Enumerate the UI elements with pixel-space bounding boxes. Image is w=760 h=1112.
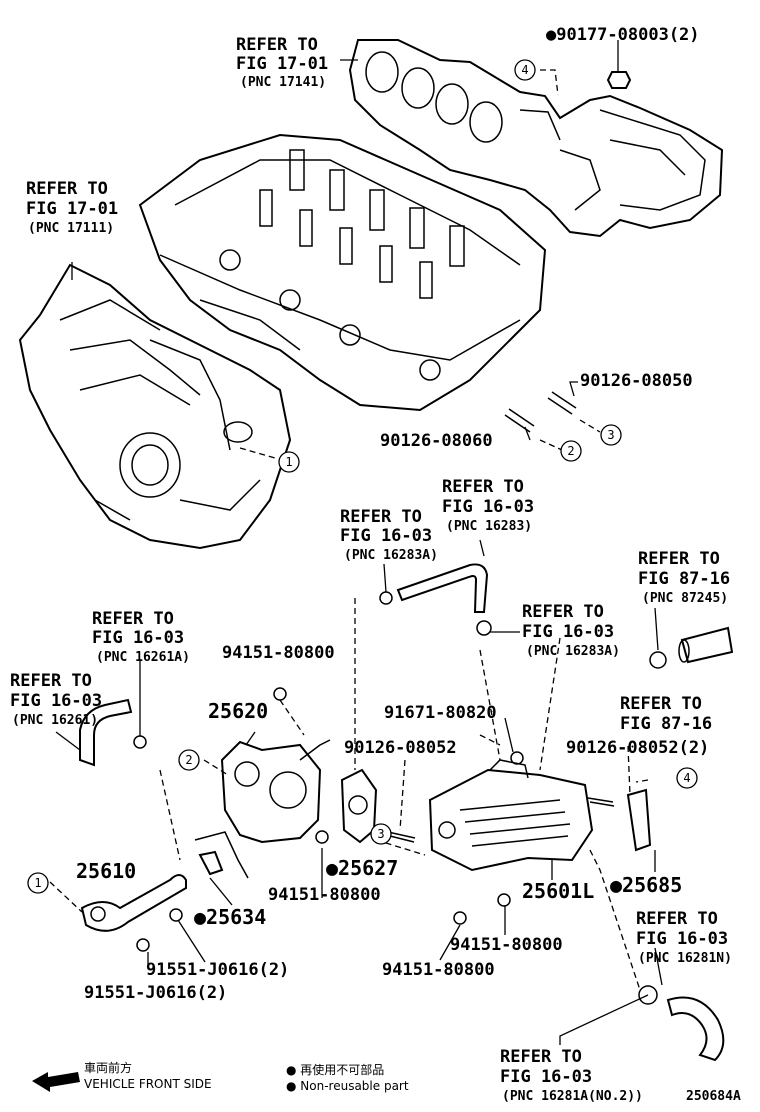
svg-text:REFER TO: REFER TO (340, 507, 422, 527)
hoses (79, 563, 734, 1062)
circle-ref-3-top: 3 (600, 424, 622, 446)
leader-lines (49, 40, 663, 1045)
refer-callout-87245[interactable]: REFER TO FIG 87-16 (PNC 87245) (638, 549, 730, 606)
part-label-25634[interactable]: ●25634 (194, 905, 266, 929)
diagram-code: 250684A (686, 1089, 741, 1104)
svg-text:FIG 16-03: FIG 16-03 (92, 628, 184, 648)
front-label-en: VEHICLE FRONT SIDE (84, 1077, 212, 1091)
refer-callout-16261a[interactable]: REFER TO FIG 16-03 (PNC 16261A) (92, 609, 190, 665)
svg-text:FIG 16-03: FIG 16-03 (500, 1067, 592, 1087)
refer-callout-16283a-left[interactable]: REFER TO FIG 16-03 (PNC 16283A) (340, 507, 438, 563)
circle-ref-4-mid: 4 (676, 767, 698, 789)
fasteners (136, 71, 652, 952)
svg-text:(PNC 16281A(NO.2)): (PNC 16281A(NO.2)) (502, 1089, 643, 1104)
svg-text:REFER TO: REFER TO (522, 602, 604, 622)
part-label-25601l[interactable]: 25601L (522, 879, 594, 903)
svg-text:REFER TO: REFER TO (442, 477, 524, 497)
intake-manifold-drawing (18, 263, 292, 550)
part-label-25620[interactable]: 25620 (208, 699, 268, 723)
svg-text:(PNC 16283): (PNC 16283) (446, 519, 532, 534)
part-label-90126-08060[interactable]: 90126-08060 (380, 431, 493, 451)
part-label-90126-08052[interactable]: 90126-08052 (344, 738, 457, 758)
svg-text:FIG 16-03: FIG 16-03 (442, 497, 534, 517)
refer-callout-16283a-right[interactable]: REFER TO FIG 16-03 (PNC 16283A) (522, 602, 620, 659)
egr-valve-drawing (194, 687, 331, 879)
egr-pipe-drawing (80, 874, 187, 932)
svg-text:4: 4 (683, 771, 690, 785)
part-label-91551-j0616-a[interactable]: 91551-J0616(2) (146, 960, 289, 980)
svg-text:(PNC 87245): (PNC 87245) (642, 591, 728, 606)
svg-text:REFER TO: REFER TO (638, 549, 720, 569)
circle-ref-4-top: 4 (514, 59, 536, 81)
part-label-25610[interactable]: 25610 (76, 859, 136, 883)
svg-text:REFER TO: REFER TO (26, 179, 108, 199)
refer-callout-17141[interactable]: REFER TO FIG 17-01 (PNC 17141) (236, 35, 328, 90)
refer-callout-16281a[interactable]: REFER TO FIG 16-03 (PNC 16281A(NO.2)) (500, 1047, 643, 1104)
refer-callout-16283[interactable]: REFER TO FIG 16-03 (PNC 16283) (442, 477, 534, 534)
svg-text:FIG 17-01: FIG 17-01 (26, 199, 118, 219)
svg-text:(PNC 16261A): (PNC 16261A) (96, 650, 190, 665)
stud-bolts (504, 391, 577, 433)
nonreuse-label-jp: ● 再使用不可部品 (286, 1062, 384, 1077)
circle-ref-3-mid: 3 (370, 823, 392, 845)
circle-ref-1-low: 1 (27, 872, 49, 894)
svg-text:4: 4 (521, 63, 528, 77)
svg-text:2: 2 (567, 444, 574, 458)
svg-text:3: 3 (607, 428, 614, 442)
svg-text:(PNC 17141): (PNC 17141) (240, 75, 326, 90)
svg-text:FIG 16-03: FIG 16-03 (10, 691, 102, 711)
svg-text:1: 1 (34, 876, 41, 890)
svg-text:FIG 17-01: FIG 17-01 (236, 54, 328, 74)
svg-text:REFER TO: REFER TO (500, 1047, 582, 1067)
circle-ref-2-top: 2 (560, 440, 582, 462)
svg-text:(PNC 16281N): (PNC 16281N) (638, 951, 732, 966)
vehicle-front-legend: 車両前方 VEHICLE FRONT SIDE (32, 1060, 212, 1092)
nonreuse-label-en: ● Non-reusable part (286, 1079, 409, 1093)
svg-text:REFER TO: REFER TO (620, 694, 702, 714)
svg-text:(PNC 16283A): (PNC 16283A) (526, 644, 620, 659)
svg-text:(PNC 16283A): (PNC 16283A) (344, 548, 438, 563)
part-label-91671-80820[interactable]: 91671-80820 (384, 703, 497, 723)
part-label-25627[interactable]: ●25627 (326, 856, 398, 880)
part-label-94151-80800-top[interactable]: 94151-80800 (222, 643, 335, 663)
part-label-90126-08050[interactable]: 90126-08050 (580, 371, 693, 391)
svg-text:REFER TO: REFER TO (236, 35, 318, 55)
part-label-90177-08003[interactable]: ●90177-08003(2) (546, 25, 700, 45)
part-label-25685[interactable]: ●25685 (610, 873, 682, 897)
cylinder-head-drawing (138, 133, 547, 412)
front-arrow-icon (32, 1072, 80, 1092)
svg-text:FIG 16-03: FIG 16-03 (522, 622, 614, 642)
circle-ref-1-top: 1 (278, 451, 300, 473)
refer-callout-87-16[interactable]: REFER TO FIG 87-16 (620, 694, 712, 734)
exhaust-manifold-drawing (348, 39, 724, 238)
circle-ref-2-mid: 2 (178, 749, 200, 771)
refer-callout-16281n[interactable]: REFER TO FIG 16-03 (PNC 16281N) (636, 909, 732, 966)
svg-text:3: 3 (377, 827, 384, 841)
nonreusable-legend: ● 再使用不可部品 ● Non-reusable part (286, 1062, 409, 1093)
svg-text:1: 1 (285, 455, 292, 469)
svg-text:(PNC 17111): (PNC 17111) (28, 221, 114, 236)
front-label-jp: 車両前方 (84, 1060, 132, 1075)
svg-text:FIG 87-16: FIG 87-16 (638, 569, 730, 589)
refer-callout-16261[interactable]: REFER TO FIG 16-03 (PNC 16261) (10, 671, 102, 728)
part-label-94151-80800-mid[interactable]: 94151-80800 (268, 885, 381, 905)
svg-text:2: 2 (185, 753, 192, 767)
svg-text:FIG 87-16: FIG 87-16 (620, 714, 712, 734)
egr-cooler-drawing (428, 759, 594, 872)
refer-callout-17111[interactable]: REFER TO FIG 17-01 (PNC 17111) (26, 179, 118, 236)
svg-text:(PNC 16261): (PNC 16261) (12, 713, 98, 728)
part-label-90126-08052-2[interactable]: 90126-08052(2) (566, 738, 709, 758)
svg-text:REFER TO: REFER TO (92, 609, 174, 629)
svg-text:REFER TO: REFER TO (636, 909, 718, 929)
circle-ref-markers: 1 2 3 4 2 3 4 1 (27, 59, 698, 894)
part-label-91551-j0616-b[interactable]: 91551-J0616(2) (84, 983, 227, 1003)
svg-text:REFER TO: REFER TO (10, 671, 92, 691)
part-label-94151-80800-bottom[interactable]: 94151-80800 (382, 960, 495, 980)
part-label-94151-80800-low[interactable]: 94151-80800 (450, 935, 563, 955)
svg-text:FIG 16-03: FIG 16-03 (636, 929, 728, 949)
svg-text:FIG 16-03: FIG 16-03 (340, 526, 432, 546)
